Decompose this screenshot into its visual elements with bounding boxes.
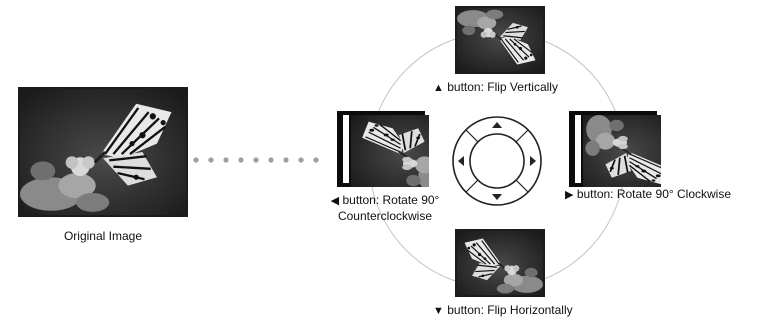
rotate-ccw-line1: ◀ button: Rotate 90°	[322, 193, 448, 209]
flip-horizontally-preview	[455, 229, 545, 297]
rotate-ccw-text1: button: Rotate 90°	[342, 193, 440, 207]
down-triangle-icon: ▼	[433, 305, 444, 317]
flip-vertically-text: button: Flip Vertically	[447, 80, 558, 94]
pad-right-arrow	[530, 156, 536, 166]
original-image	[18, 87, 188, 217]
dotted-connector	[193, 157, 319, 163]
rotate-ccw-image	[333, 111, 429, 187]
original-image-caption: Original Image	[63, 229, 143, 243]
left-triangle-icon: ◀	[330, 195, 340, 207]
right-triangle-icon: ▶	[565, 189, 574, 201]
pad-down-arrow	[492, 194, 502, 200]
rotate-ccw-label: ◀ button: Rotate 90° Counterclockwise	[322, 193, 448, 224]
rotate-cw-image	[565, 111, 661, 187]
flip-vertically-preview	[455, 6, 545, 74]
rotate-cw-preview	[565, 111, 661, 187]
rotate-cw-text: button: Rotate 90° Clockwise	[576, 187, 732, 201]
rotate-ccw-preview	[333, 111, 429, 187]
flip-horizontally-text: button: Flip Horizontally	[447, 303, 573, 317]
four-way-direction-pad-icon	[452, 116, 542, 206]
pad-left-arrow	[458, 156, 464, 166]
up-triangle-icon: ▲	[433, 82, 444, 94]
flip-horizontally-label: ▼ button: Flip Horizontally	[433, 303, 573, 319]
pad-up-arrow	[492, 122, 502, 128]
rotate-ccw-text2: Counterclockwise	[337, 209, 433, 223]
rotate-cw-label: ▶ button: Rotate 90° Clockwise	[565, 187, 731, 203]
flip-vertically-label: ▲ button: Flip Vertically	[433, 80, 558, 96]
